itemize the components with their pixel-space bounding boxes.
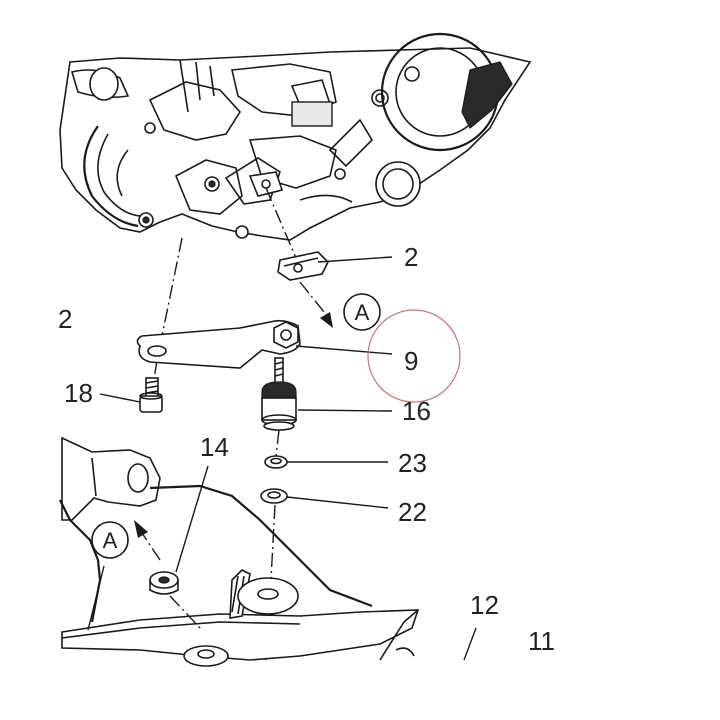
callout-2-left: 2 [58, 304, 72, 334]
washer-part-22 [260, 488, 288, 504]
callout-16: 16 [402, 396, 431, 426]
axis-line [299, 281, 325, 313]
leader-line [295, 345, 393, 355]
engine-assembly [59, 32, 532, 241]
screw-part-18 [139, 377, 163, 413]
leader-line [317, 256, 393, 263]
arrowhead [320, 312, 333, 328]
leader-line [87, 565, 105, 631]
callout-23: 23 [398, 448, 427, 478]
highlight-circle [367, 309, 461, 403]
svg-text:A: A [103, 528, 118, 553]
axis-line [159, 237, 183, 347]
callout-9: 9 [404, 346, 418, 376]
leader-line [297, 409, 393, 412]
rubber-mount-part-16 [261, 357, 297, 431]
callout-12: 12 [470, 590, 499, 620]
reference-a-upper: A [343, 293, 381, 331]
axis-line [139, 529, 161, 561]
callout-11: 11 [528, 626, 555, 656]
axis-line [275, 429, 280, 457]
lower-frame-plate [59, 436, 420, 667]
reference-a-lower: A [91, 521, 129, 559]
clip-nut-part-2 [277, 251, 329, 281]
axis-line [265, 187, 297, 259]
callout-22: 22 [398, 497, 427, 527]
callout-2-top: 2 [404, 242, 418, 272]
washer-part-23 [264, 455, 288, 469]
leader-line [463, 627, 477, 661]
arrowhead [134, 520, 148, 538]
bracket-part-9 [136, 319, 301, 369]
leader-line [99, 393, 141, 403]
callout-14: 14 [200, 432, 229, 462]
leader-line [175, 465, 209, 573]
callout-18: 18 [64, 378, 93, 408]
svg-text:A: A [355, 300, 370, 325]
leader-line [286, 496, 389, 509]
